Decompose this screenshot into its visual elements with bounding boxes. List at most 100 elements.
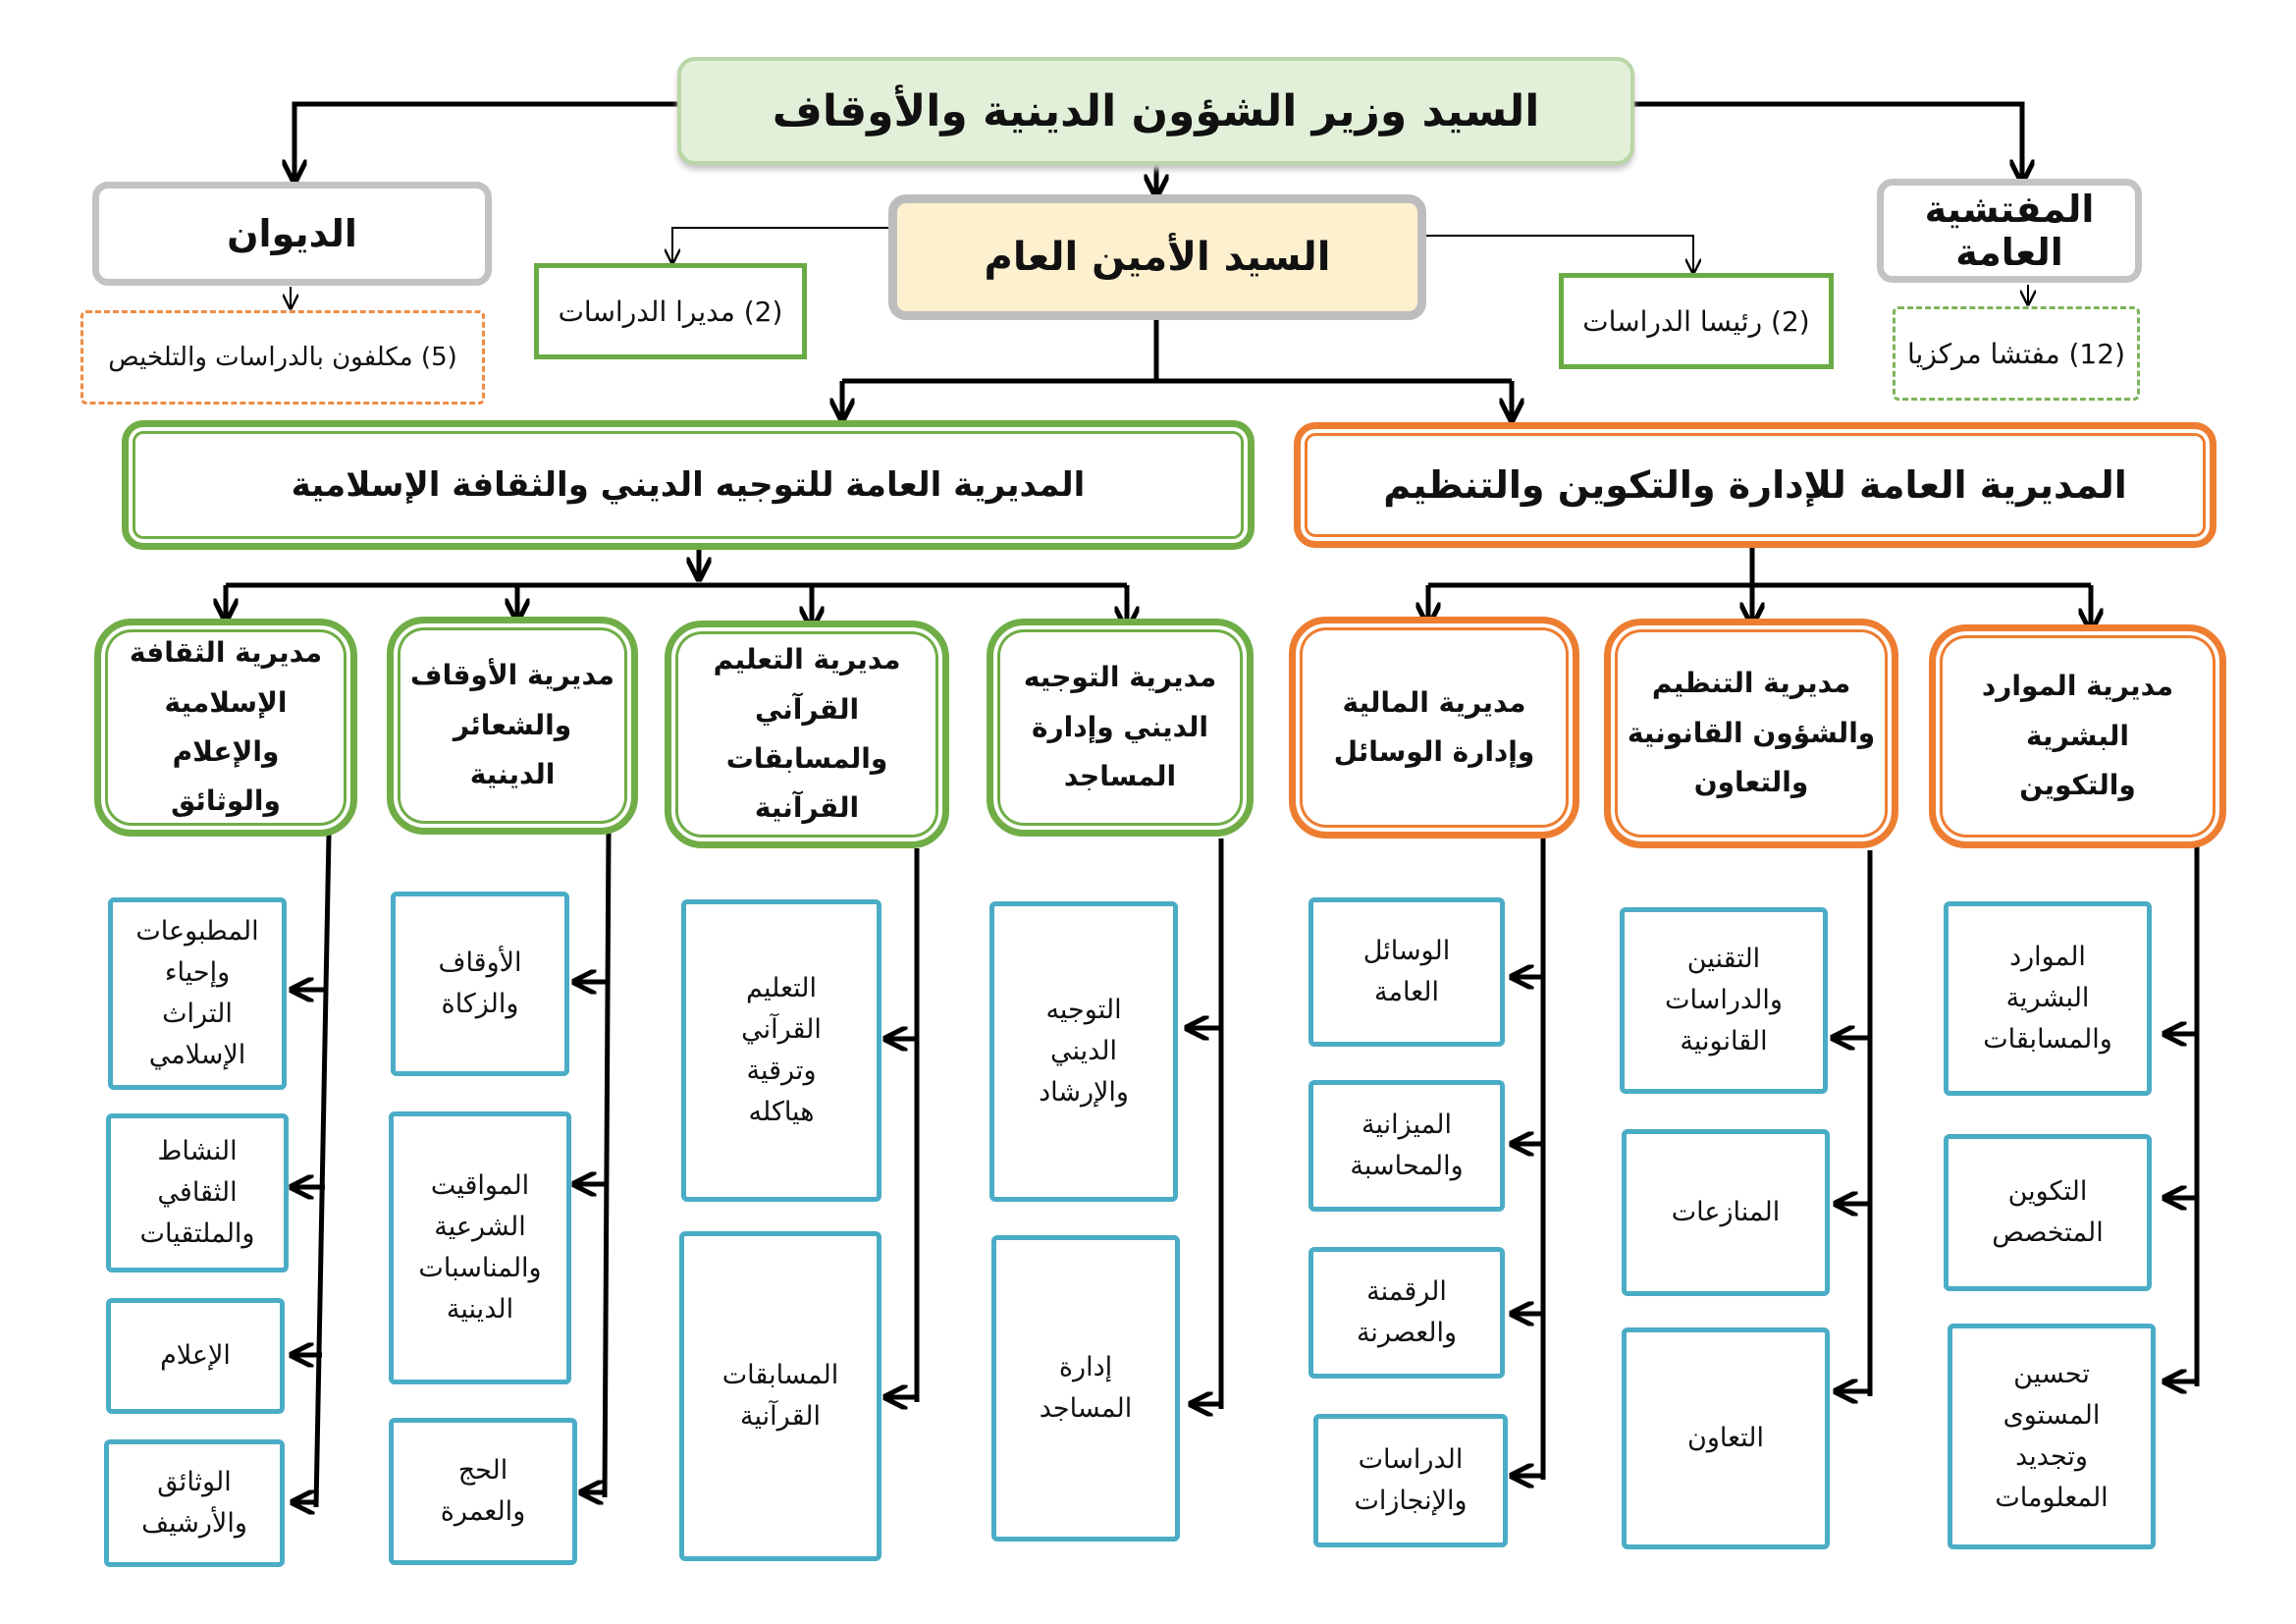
sub-line: الدينية (446, 1293, 514, 1325)
sub-line: والدراسات (1665, 985, 1783, 1016)
sub-line: والملتقيات (139, 1218, 255, 1249)
inspectorate-title: المفتشية العامة (1924, 188, 2095, 274)
title-line: المساجد (1063, 760, 1177, 793)
study-directors-label: (2) مديرا الدراسات (558, 295, 783, 328)
sub-line: البشرية (2005, 983, 2090, 1014)
sub-line: النشاط (157, 1136, 238, 1167)
sub-department: الحج والعمرة (389, 1418, 577, 1565)
secretary-general-title: السيد الأمين العام (984, 235, 1331, 280)
sub-department: التقنين والدراسات القانونية (1620, 907, 1828, 1094)
dg-guidance-title: المديرية العامة للتوجيه الديني والثقافة … (291, 465, 1086, 505)
secretary-general-box: السيد الأمين العام (888, 194, 1426, 320)
sub-line: المتخصص (1992, 1218, 2104, 1248)
sub-line: الرقمنة (1366, 1276, 1447, 1308)
sub-line: وإحياء (164, 957, 231, 989)
title-line: القرآني والمسابقات (725, 692, 888, 775)
sub-line: إدارة (1058, 1352, 1113, 1383)
title-line: والشؤون القانونية (1627, 716, 1876, 749)
title-line: والشعائر (453, 708, 572, 741)
title-line: وإدارة الوسائل (1333, 735, 1535, 768)
minister-box: السيد وزير الشؤون الدينية والأوقاف (677, 57, 1634, 165)
title-line: مديرية الثقافة (129, 636, 323, 670)
sub-line: المنازعات (1671, 1197, 1781, 1228)
sub-line: والإرشاد (1039, 1076, 1129, 1108)
title-line: والتعاون (1693, 766, 1809, 799)
dg-administration-box: المديرية العامة للإدارة والتكوين والتنظي… (1294, 422, 2216, 548)
sub-department: الدراسات والإنجازات (1313, 1414, 1508, 1547)
sub-department: التوجيه الديني والإرشاد (989, 901, 1178, 1202)
sub-line: وتجديد (2015, 1441, 2088, 1472)
sub-department: تحسين المستوى وتجديد المعلومات (1948, 1324, 2156, 1549)
study-heads-box: (2) رئيسا الدراسات (1559, 273, 1834, 369)
sub-line: الثقافي (157, 1177, 238, 1209)
study-directors-box: (2) مديرا الدراسات (534, 263, 807, 359)
sub-department: الرقمنة والعصرنة (1308, 1247, 1505, 1379)
sub-line: والمحاسبة (1350, 1151, 1464, 1181)
sub-line: التعاون (1687, 1423, 1764, 1454)
title-line: مديرية المالية (1342, 685, 1526, 719)
title-line: الإسلامية (164, 685, 288, 719)
sub-line: التقنين (1686, 944, 1761, 975)
sub-line: والمسابقات (1983, 1023, 2112, 1055)
sub-line: هياكله (748, 1096, 815, 1127)
dg-guidance-box: المديرية العامة للتوجيه الديني والثقافة … (122, 420, 1255, 550)
sub-line: الإعلام (160, 1340, 231, 1372)
directorate-islamic-culture: مديرية الثقافة الإسلامية والإعلام والوثائق (94, 619, 357, 837)
directorate-hr: مديرية الموارد البشرية والتكوين (1929, 624, 2226, 848)
title-line: والإعلام والوثائق (171, 735, 281, 818)
sub-department: التكوين المتخصص (1944, 1134, 2152, 1291)
sub-department: الوثائق والأرشيف (104, 1439, 285, 1567)
title-line: الدينية (469, 758, 556, 791)
cabinet-title: الديوان (227, 212, 357, 255)
sub-line: المسابقات (721, 1360, 839, 1391)
directorate-finance: مديرية المالية وإدارة الوسائل (1289, 617, 1579, 839)
title-line: مديرية التوجيه (1023, 661, 1217, 694)
inspectorate-staff: (12) مفتشا مركزيا (1907, 337, 2125, 370)
sub-line: الحج (457, 1455, 508, 1487)
sub-line: والمناسبات (418, 1253, 542, 1283)
directorate-quranic-education: مديرية التعليم القرآني والمسابقات القرآنية (665, 621, 949, 848)
title-line: مديرية التنظيم (1651, 667, 1851, 700)
title-line: البشرية (2026, 719, 2129, 752)
cabinet-staff: (5) مكلفون بالدراسات والتلخيص (108, 343, 457, 372)
sub-line: والأرشيف (141, 1508, 247, 1539)
study-heads-label: (2) رئيسا الدراسات (1582, 304, 1810, 338)
sub-line: التوجيه (1045, 995, 1122, 1026)
title-line: مديرية التعليم (713, 643, 901, 677)
sub-line: القانونية (1680, 1025, 1768, 1056)
sub-line: الشرعية (434, 1212, 526, 1243)
sub-line: الدراسات (1358, 1444, 1464, 1476)
sub-department: النشاط الثقافي والملتقيات (106, 1113, 289, 1272)
sub-line: والزكاة (441, 989, 519, 1019)
sub-line: المعلومات (1995, 1482, 2109, 1513)
sub-line: والعصرنة (1356, 1318, 1458, 1348)
title-line: والتكوين (2019, 769, 2136, 802)
sub-line: الميزانية (1361, 1110, 1453, 1141)
sub-line: التكوين (2007, 1176, 2088, 1208)
sub-line: الوثائق (157, 1467, 232, 1498)
sub-line: القرآني (741, 1014, 822, 1046)
sub-department: إدارة المساجد (991, 1235, 1180, 1542)
sub-line: الديني (1049, 1036, 1118, 1067)
sub-line: والإنجازات (1354, 1486, 1468, 1516)
sub-line: القرآنية (740, 1401, 821, 1432)
sub-line: الأوقاف (438, 947, 522, 979)
sub-line: المساجد (1039, 1393, 1133, 1424)
cabinet-staff-box: (5) مكلفون بالدراسات والتلخيص (80, 310, 485, 405)
sub-line: والعمرة (440, 1496, 526, 1527)
sub-line: المطبوعات (135, 916, 259, 947)
title-line: مديرية الموارد (1981, 670, 2174, 703)
sub-department: المنازعات (1622, 1129, 1830, 1296)
sub-line: المستوى (2002, 1400, 2101, 1432)
sub-department: الميزانية والمحاسبة (1308, 1080, 1505, 1212)
sub-line: تحسين (2013, 1359, 2090, 1390)
sub-line: الإسلامي (148, 1039, 246, 1070)
sub-line: الوسائل (1362, 936, 1451, 967)
title-line: القرآنية (754, 791, 860, 825)
